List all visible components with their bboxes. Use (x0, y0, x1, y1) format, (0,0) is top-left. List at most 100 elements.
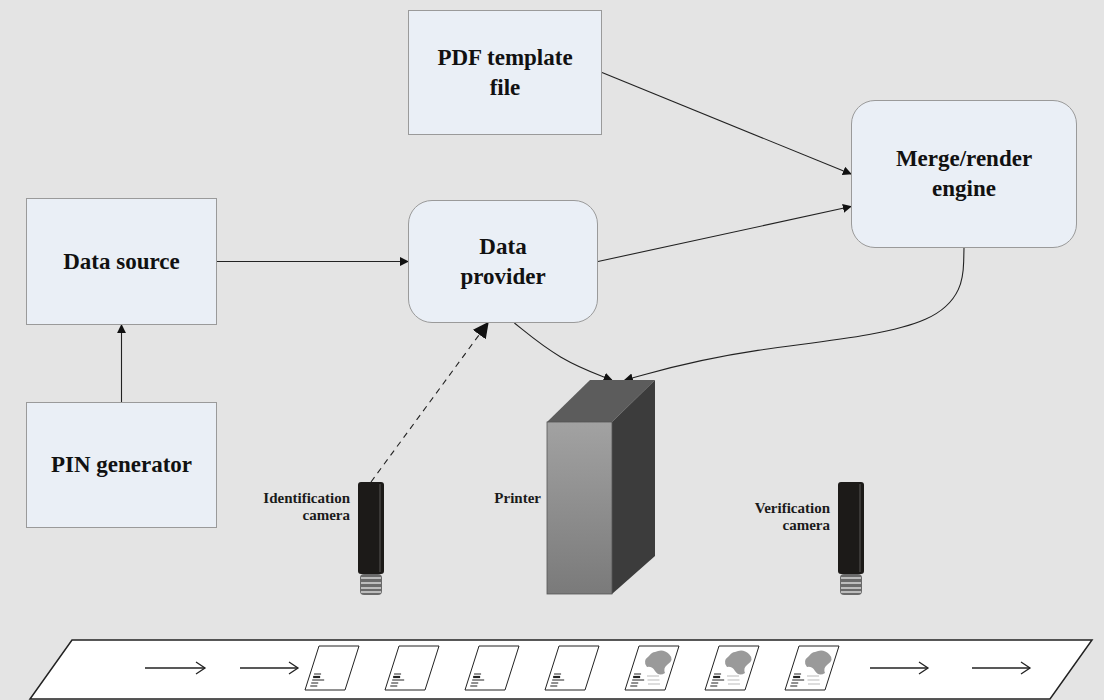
belt-arrow (870, 667, 928, 668)
card (305, 646, 359, 690)
connector (602, 73, 851, 175)
card-mark (391, 683, 398, 684)
card-line (808, 684, 820, 685)
card-mark (551, 683, 558, 684)
card-line (808, 680, 820, 681)
node-label: PDF template file (420, 43, 590, 103)
card-mark (790, 686, 797, 687)
lens-ring (361, 587, 381, 589)
card-photo (805, 650, 832, 674)
card (625, 646, 679, 690)
card-mark (393, 676, 400, 678)
card-outline (625, 646, 679, 690)
lens-ring (361, 582, 381, 584)
lens-ring (841, 577, 861, 579)
camera-body (358, 482, 384, 574)
source-box: Data source (26, 198, 217, 325)
lens-ring (361, 577, 381, 579)
card-outline (305, 646, 359, 690)
card-line (648, 684, 660, 685)
camera-lens (840, 574, 862, 595)
card-mark (470, 686, 477, 687)
connector (625, 248, 964, 380)
belt-arrow (145, 667, 205, 668)
lens-ring (841, 591, 861, 593)
device-label: Identification camera (232, 490, 350, 525)
card-mark (552, 680, 564, 681)
device-label: Verification camera (712, 500, 830, 535)
card-mark (310, 686, 317, 687)
card-mark (714, 674, 721, 675)
card (385, 646, 439, 690)
belt-arrow (972, 667, 1030, 668)
card-mark (473, 676, 480, 678)
card-mark (630, 686, 637, 687)
lens-ring (361, 591, 381, 593)
card-mark (392, 680, 404, 681)
card-mark (793, 676, 800, 678)
lens-ring (841, 587, 861, 589)
process-box: Merge/render engine (851, 100, 1077, 248)
camera-edge (859, 484, 861, 572)
connector (371, 323, 488, 482)
device-label: Printer (423, 490, 541, 507)
camera-device: Verification camera (836, 482, 866, 596)
card-outline (545, 646, 599, 690)
card-photo (725, 650, 752, 674)
card-mark (633, 676, 640, 678)
card (465, 646, 519, 690)
card-mark (792, 680, 804, 681)
card-outline (465, 646, 519, 690)
node-label: PIN generator (51, 450, 192, 480)
belt-surface (30, 640, 1092, 699)
belt-arrow-head (1021, 662, 1030, 674)
belt-arrow-head (919, 662, 928, 674)
connector (598, 207, 851, 262)
template-box: PDF template file (408, 10, 602, 135)
card-line (647, 676, 659, 677)
card (705, 646, 759, 690)
card-mark (312, 680, 324, 681)
card-mark (634, 674, 641, 675)
printer-side (612, 380, 655, 594)
process-box: Data provider (408, 200, 598, 323)
card-mark (390, 686, 397, 687)
card-mark (791, 683, 798, 684)
card-line (728, 684, 740, 685)
card-mark (711, 683, 718, 684)
card-mark (550, 686, 557, 687)
belt-arrow-head (196, 662, 205, 674)
connector (514, 323, 611, 380)
card (545, 646, 599, 690)
printer-device: Printer (547, 380, 655, 594)
printer-front (547, 422, 612, 594)
card-outline (785, 646, 839, 690)
card-mark (311, 683, 318, 684)
camera-icon (356, 482, 386, 596)
generator-box: PIN generator (26, 402, 217, 528)
card-mark (471, 683, 478, 684)
camera-lens (360, 574, 382, 595)
card-outline (705, 646, 759, 690)
card-mark (472, 680, 484, 681)
node-label: Data source (63, 247, 179, 277)
card-mark (632, 680, 644, 681)
camera-edge (379, 484, 381, 572)
card-mark (713, 676, 720, 678)
node-label: Merge/render engine (884, 144, 1044, 204)
belt-items (145, 646, 1030, 690)
card-mark (313, 676, 320, 678)
card-mark (631, 683, 638, 684)
card-mark (712, 680, 724, 681)
belt-arrow-head (289, 662, 298, 674)
card-mark (474, 674, 481, 675)
camera-body (838, 482, 864, 574)
card-line (728, 680, 740, 681)
card-mark (554, 674, 561, 675)
belt-arrow (240, 667, 298, 668)
card-mark (314, 674, 321, 675)
card-mark (794, 674, 801, 675)
connector (121, 325, 122, 402)
card-mark (394, 674, 401, 675)
card-line (727, 676, 739, 677)
